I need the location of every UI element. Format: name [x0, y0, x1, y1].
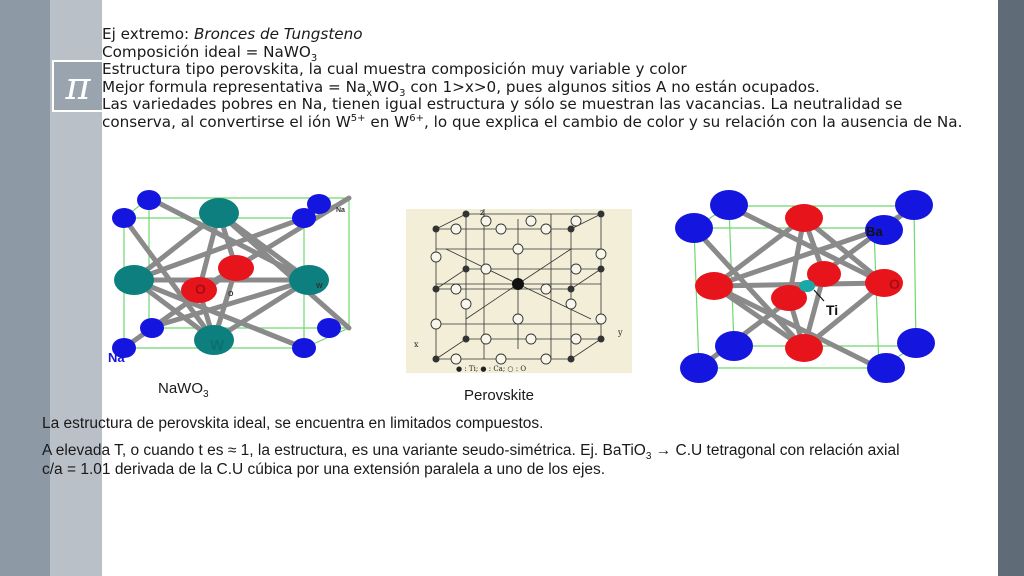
line6-sup2: 6+ — [409, 112, 424, 124]
line2-text: Composición ideal = NaWO — [102, 42, 311, 61]
bottom-paragraph-1: La estructura de perovskita ideal, se en… — [42, 415, 544, 432]
line-varieties: Las variedades pobres en Na, tienen igua… — [102, 95, 903, 113]
slide-text: Ej extremo: Bronces de Tungsteno Composi… — [102, 25, 992, 132]
nawo3-labels: Na W O Na W O — [108, 207, 345, 365]
batio3-o-atoms — [695, 204, 903, 362]
bottom-p2-a: A elevada T, o cuando t es ≈ 1, la estru… — [42, 442, 646, 459]
left-decor-bar-dark — [0, 0, 50, 576]
nawo3-caption: NaWO3 — [158, 380, 209, 400]
perovskite-legend: ● : Ti; ● : Ca; ○ : O — [456, 365, 526, 373]
na-atoms — [112, 190, 341, 358]
ti-atom — [799, 280, 815, 292]
batio3-labels: Ba O Ti — [826, 224, 900, 318]
axis-z: z — [480, 209, 484, 217]
line6-a: conserva, al convertirse el ión W — [102, 112, 351, 131]
label-o-small: O — [228, 291, 234, 298]
pi-symbol: π — [65, 64, 91, 108]
pi-icon: π — [52, 60, 102, 112]
perovskite-ti-sites — [432, 210, 605, 363]
line-structure: Estructura tipo perovskita, la cual mues… — [102, 60, 687, 78]
perovskite-ca-site — [512, 278, 524, 290]
line-example: Ej extremo: Bronces de Tungsteno — [102, 25, 992, 44]
line6-sup1: 5+ — [350, 112, 366, 124]
line2-sub: 3 — [310, 52, 318, 64]
label-batio3-o: O — [889, 276, 900, 292]
ti-pointer-line — [813, 289, 825, 302]
line4-b: WO — [372, 77, 400, 96]
perovskite-axes: z x y ● : Ti; ● : Ca; ○ : O — [414, 209, 623, 373]
line4-sub-3: 3 — [399, 87, 406, 99]
perovskite-o-sites — [430, 215, 607, 365]
label-ba: Ba — [866, 224, 883, 239]
line-neutrality: conserva, al convertirse el ión W5+ en W… — [102, 112, 992, 132]
line1-italic: Bronces de Tungsteno — [193, 25, 363, 43]
label-na-small: Na — [336, 207, 345, 214]
axis-y: y — [617, 328, 623, 337]
line-composition: Composición ideal = NaWO3 — [102, 42, 992, 64]
nawo3-caption-sub: 3 — [203, 389, 209, 400]
perovskite-diagram-figure: z x y ● : Ti; ● : Ca; ○ : O — [406, 209, 632, 373]
label-w: W — [210, 337, 225, 354]
bottom-paragraph-2: A elevada T, o cuando t es ≈ 1, la estru… — [42, 441, 902, 479]
line4-c: con 1>x>0, pues algunos sitios A no está… — [405, 77, 820, 96]
label-ti: Ti — [826, 302, 838, 318]
o-atoms — [181, 255, 254, 303]
label-na: Na — [108, 350, 125, 365]
line-formula: Mejor formula representativa = NaxWO3 co… — [102, 77, 992, 99]
ba-atoms — [675, 190, 935, 383]
line4-a: Mejor formula representativa = Na — [102, 77, 367, 96]
bottom-text: La estructura de perovskita ideal, se en… — [42, 414, 902, 487]
perovskite-diagram-bg — [406, 209, 632, 373]
line6-c: , lo que explica el cambio de color y su… — [423, 112, 963, 131]
batio3-structure-figure: Ba O Ti — [675, 190, 935, 383]
nawo3-structure-figure: Na W O Na W O — [108, 190, 352, 365]
axis-x: x — [414, 340, 419, 349]
nawo3-caption-text: NaWO — [158, 380, 203, 397]
label-o: O — [195, 281, 206, 297]
perovskite-caption: Perovskite — [464, 387, 535, 404]
line1-prefix: Ej extremo: — [102, 25, 194, 43]
right-decor-bar — [998, 0, 1024, 576]
w-atoms — [114, 198, 329, 355]
bottom-p2-b: → C.U tetragonal con relación axial c/a … — [42, 442, 900, 478]
line6-b: en W — [365, 112, 410, 131]
line4-sub-x: x — [366, 87, 373, 99]
bottom-p2-sub: 3 — [645, 451, 652, 463]
label-w-small: W — [316, 283, 323, 290]
